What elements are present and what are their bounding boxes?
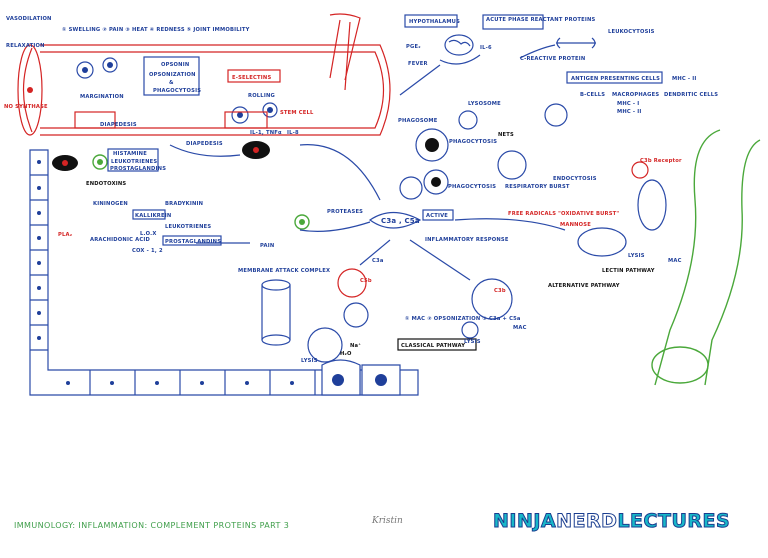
label-free-radicals: FREE RADICALS "OXIDATIVE BURST" <box>508 211 619 217</box>
label-ampersand: & <box>169 80 174 86</box>
label-dendritic-cells: DENDRITIC CELLS <box>664 92 718 98</box>
label-mhc-ii: MHC - II <box>617 109 642 115</box>
label-hypothalamus: HYPOTHALAMUS <box>409 19 460 25</box>
label-pge2: PGE₂ <box>406 44 421 50</box>
label-acute-phase: ACUTE PHASE REACTANT PROTEINS <box>486 17 596 23</box>
label-c3a-c5a: C3a , C5a <box>381 217 420 225</box>
label-prostaglandins-2: PROSTAGLANDINS <box>165 239 221 245</box>
label-h2o: H₂O <box>340 351 352 357</box>
label-membrane-attack-complex: MEMBRANE ATTACK COMPLEX <box>238 268 330 274</box>
label-nets: NETS <box>498 132 514 138</box>
label-lysosome: LYSOSOME <box>468 101 501 107</box>
label-outcomes: ① MAC ② OPSONIZATION ③ C3a + C5a <box>405 316 521 322</box>
brand-part-3: LECTURES <box>617 510 731 533</box>
label-respiratory-burst: RESPIRATORY BURST <box>505 184 570 190</box>
label-c3b-receptor: C3b Receptor <box>640 158 682 164</box>
footer-title: IMMUNOLOGY: INFLAMMATION: COMPLEMENT PRO… <box>14 521 290 530</box>
label-c5b: C5b <box>360 278 372 284</box>
label-fever: FEVER <box>408 61 428 67</box>
blood-vessel <box>17 13 391 136</box>
label-cox: COX - 1, 2 <box>132 248 163 254</box>
label-e-selectins: E-SELECTINS <box>232 75 271 81</box>
label-lectin-pathway: LECTIN PATHWAY <box>602 268 655 274</box>
label-phagocytosis-2: PHAGOCYTOSIS <box>449 139 497 145</box>
label-il1-tnfa: IL-1, TNFα <box>250 130 282 136</box>
label-na: Na⁺ <box>350 343 361 349</box>
label-leukotrienes-2: LEUKOTRIENES <box>165 224 211 230</box>
label-no-synthase: NO SYNTHASE <box>4 104 48 110</box>
label-active: ACTIVE <box>426 213 448 219</box>
label-arachidonic-acid: ARACHIDONIC ACID <box>90 237 150 243</box>
label-opsonization: OPSONIZATION <box>149 72 196 78</box>
label-classical-pathway: CLASSICAL PATHWAY <box>401 343 465 349</box>
label-inflammatory-response: INFLAMMATORY RESPONSE <box>425 237 509 243</box>
label-alternative-pathway: ALTERNATIVE PATHWAY <box>548 283 620 289</box>
brand-part-1: NINJA <box>492 510 557 533</box>
label-vasodilation: VASODILATION <box>6 16 52 22</box>
label-mac-right: MAC <box>668 258 682 264</box>
label-relaxation: RELAXATION <box>6 43 45 49</box>
label-endotoxins: ENDOTOXINS <box>86 181 126 187</box>
label-lysis-classical: LYSIS <box>301 358 318 364</box>
label-lox: L.O.X <box>140 231 157 237</box>
label-phagocytosis-3: PHAGOCYTOSIS <box>448 184 496 190</box>
label-phagosome: PHAGOSOME <box>398 118 438 124</box>
label-antigen-presenting-cells: ANTIGEN PRESENTING CELLS <box>571 76 660 82</box>
label-leukotrienes: LEUKOTRIENES <box>111 159 157 165</box>
label-diapedesis-2: DIAPEDESIS <box>186 141 223 147</box>
label-il8: IL-8 <box>287 130 299 136</box>
label-stem-cell: STEM CELL <box>280 110 314 116</box>
label-lysis-alt: LYSIS <box>464 339 481 345</box>
label-endocytosis: ENDOCYTOSIS <box>553 176 597 182</box>
author-signature: Kristin <box>372 516 403 526</box>
brand-part-2: NERD <box>556 510 618 533</box>
label-mhc-ii-top: MHC - II <box>672 76 697 82</box>
label-diapedesis-1: DIAPEDESIS <box>100 122 137 128</box>
label-phagocytosis: PHAGOCYTOSIS <box>153 88 201 94</box>
label-margination: MARGINATION <box>80 94 124 100</box>
label-histamine: HISTAMINE <box>113 151 147 157</box>
label-opsonin: OPSONIN <box>161 62 189 68</box>
label-kininogen: KININOGEN <box>93 201 128 207</box>
label-kallikrein: KALLIKREIN <box>135 213 171 219</box>
label-prostaglandins: PROSTAGLANDINS <box>110 166 166 172</box>
label-leukocytosis: LEUKOCYTOSIS <box>608 29 655 35</box>
label-b-cells: B-CELLS <box>580 92 605 98</box>
brand-logo: NINJANERDLECTURES <box>492 510 731 533</box>
label-mhc-i: MHC - I <box>617 101 639 107</box>
label-il6: IL-6 <box>480 45 492 51</box>
label-bradykinin: BRADYKININ <box>165 201 203 207</box>
label-cardinal-signs: ① SWELLING ② PAIN ③ HEAT ④ REDNESS ⑤ JOI… <box>62 27 250 33</box>
label-lysis-right: LYSIS <box>628 253 645 259</box>
label-pla2: PLA₂ <box>58 232 72 238</box>
label-c3a: C3a <box>372 258 384 264</box>
label-pain: PAIN <box>260 243 274 249</box>
label-mannose: MANNOSE <box>560 222 591 228</box>
label-proteases: PROTEASES <box>327 209 363 215</box>
label-c-reactive-protein: C-REACTIVE PROTEIN <box>520 56 585 62</box>
label-rolling: ROLLING <box>248 93 275 99</box>
epithelial-tissue <box>29 149 419 396</box>
vessel-cells <box>52 57 310 230</box>
label-macrophages: MACROPHAGES <box>612 92 659 98</box>
label-mac-alt: MAC <box>513 325 527 331</box>
label-c3b: C3b <box>494 288 506 294</box>
